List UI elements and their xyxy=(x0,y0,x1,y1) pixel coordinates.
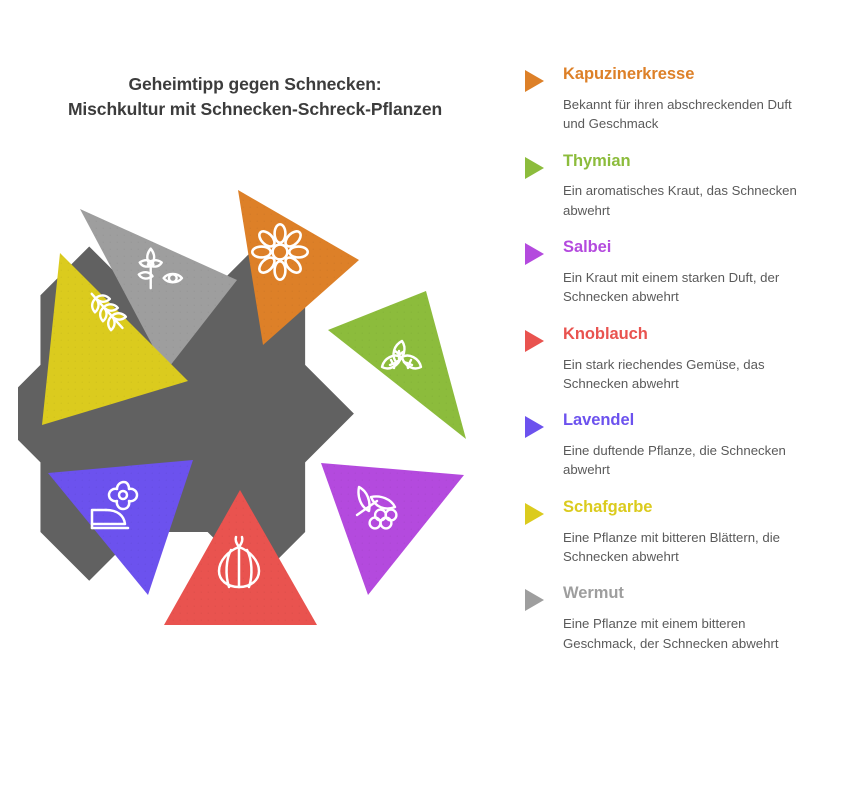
triangle-marker-icon xyxy=(525,589,544,612)
triangle-marker-icon xyxy=(525,416,544,439)
legend-title: Salbei xyxy=(563,238,612,257)
legend-title: Wermut xyxy=(563,584,624,603)
legend-item-wermut[interactable]: Wermut Eine Pflanze mit einem bitteren G… xyxy=(510,583,849,653)
triangle-marker-icon xyxy=(525,156,544,179)
wheel-segment-salbei[interactable] xyxy=(321,463,464,595)
radial-wheel-diagram xyxy=(18,185,498,645)
legend-description: Eine duftende Pflanze, die Schnecken abw… xyxy=(563,443,786,478)
garlic-bulb-icon xyxy=(217,535,261,589)
legend-description: Ein Kraut mit einem starken Duft, der Sc… xyxy=(563,269,780,305)
legend-list: Kapuzinerkresse Bekannt für ihren abschr… xyxy=(510,0,849,793)
legend-title: Kapuzinerkresse xyxy=(563,65,695,83)
page-title: Geheimtipp gegen Schnecken: Mischkultur … xyxy=(0,72,510,122)
wheat-stalk-icon xyxy=(90,292,128,332)
wheel-segment-lavendel[interactable] xyxy=(48,460,193,595)
legend-item-thymian[interactable]: Thymian Ein aromatisches Kraut, das Schn… xyxy=(510,151,849,221)
sprig-eye-icon xyxy=(137,247,184,290)
legend-title: Lavendel xyxy=(563,411,635,430)
legend-item-schafgarbe[interactable]: Schafgarbe Eine Pflanze mit bitteren Blä… xyxy=(510,497,849,567)
triangle-marker-icon xyxy=(525,70,544,92)
triangle-marker-icon xyxy=(525,329,544,352)
legend-item-salbei[interactable]: Salbei Ein Kraut mit einem starken Duft,… xyxy=(510,237,849,307)
triangle-marker-icon xyxy=(525,243,544,266)
legend-title: Thymian xyxy=(563,151,631,170)
legend-description: Ein aromatisches Kraut, das Schnecken ab… xyxy=(563,183,797,218)
wheel-segment-thymian[interactable] xyxy=(328,291,466,439)
legend-item-kapuzinerkresse[interactable]: Kapuzinerkresse Bekannt für ihren abschr… xyxy=(510,64,849,134)
triangle-marker-icon xyxy=(525,502,544,525)
legend-title: Schafgarbe xyxy=(563,497,653,516)
wheel-segment-kapuzinerkresse[interactable] xyxy=(238,190,359,345)
legend-description: Eine Pflanze mit einem bitteren Geschmac… xyxy=(563,616,779,651)
three-leaf-herb-icon xyxy=(380,339,423,370)
daisy-flower-icon xyxy=(251,223,309,281)
diagram-panel: Geheimtipp gegen Schnecken: Mischkultur … xyxy=(0,72,510,645)
page-title-line-1: Geheimtipp gegen Schnecken: xyxy=(128,74,382,94)
leaf-berries-icon xyxy=(355,485,398,530)
wheel-segment-wermut[interactable] xyxy=(80,209,237,371)
legend-item-knoblauch[interactable]: Knoblauch Ein stark riechendes Gemüse, d… xyxy=(510,324,849,394)
wheel-segment-schafgarbe[interactable] xyxy=(42,253,188,425)
legend-description: Ein stark riechendes Gemüse, das Schneck… xyxy=(563,356,765,391)
legend-item-lavendel[interactable]: Lavendel Eine duftende Pflanze, die Schn… xyxy=(510,410,849,480)
legend-description: Bekannt für ihren abschreckenden Duft un… xyxy=(563,96,792,132)
wheel-segment-knoblauch[interactable] xyxy=(164,490,317,625)
wheel-svg xyxy=(18,190,466,625)
legend-title: Knoblauch xyxy=(563,324,648,343)
page-title-line-2: Mischkultur mit Schnecken-Schreck-Pflanz… xyxy=(67,98,443,119)
legend-description: Eine Pflanze mit bitteren Blättern, die … xyxy=(563,529,780,565)
flower-garden-bed-icon xyxy=(90,480,139,530)
